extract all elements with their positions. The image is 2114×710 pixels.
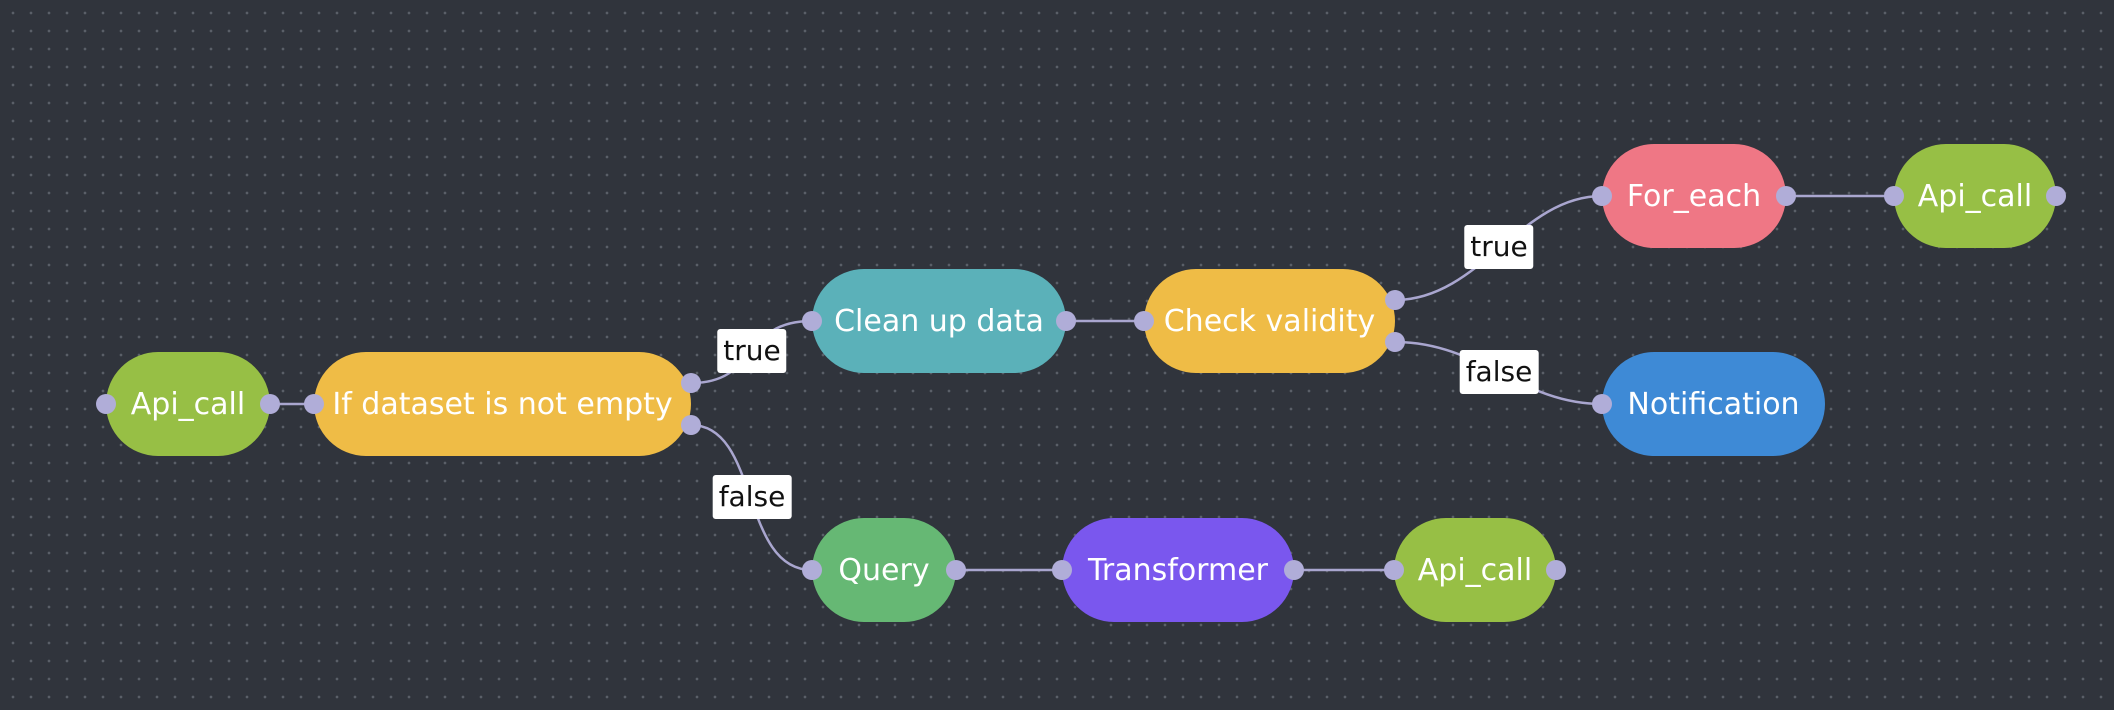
node-output-handle[interactable]: [260, 394, 280, 414]
node-transformer[interactable]: Transformer: [1052, 518, 1304, 622]
node-output-handle[interactable]: [1546, 560, 1566, 580]
node-output-handle[interactable]: [1284, 560, 1304, 580]
node-label: For_each: [1626, 178, 1762, 214]
edge-label-validity-false: false: [1459, 350, 1539, 394]
node-output-handle[interactable]: [946, 560, 966, 580]
node-label: Clean up data: [834, 303, 1044, 339]
node-input-handle[interactable]: [1592, 394, 1612, 414]
node-output-handle-false[interactable]: [681, 415, 701, 435]
node-api-call-start[interactable]: Api_call: [96, 352, 280, 456]
node-label: Check validity: [1163, 303, 1376, 339]
node-input-handle[interactable]: [96, 394, 116, 414]
node-label: Notification: [1627, 386, 1800, 422]
node-input-handle[interactable]: [1052, 560, 1072, 580]
node-api-call-top[interactable]: Api_call: [1884, 144, 2066, 248]
node-label: Api_call: [1417, 552, 1533, 588]
edge-label-if-false: false: [712, 475, 792, 519]
node-output-handle-false[interactable]: [1385, 332, 1405, 352]
node-api-call-bottom[interactable]: Api_call: [1384, 518, 1566, 622]
node-input-handle[interactable]: [1592, 186, 1612, 206]
node-input-handle[interactable]: [802, 311, 822, 331]
node-if-dataset-not-empty[interactable]: If dataset is not empty: [304, 352, 701, 456]
node-label: Api_call: [130, 386, 246, 422]
node-input-handle[interactable]: [802, 560, 822, 580]
node-label: Query: [838, 552, 930, 588]
node-clean-up-data[interactable]: Clean up data: [802, 269, 1076, 373]
edge-label-validity-true: true: [1464, 225, 1534, 269]
node-label: Api_call: [1917, 178, 2033, 214]
node-output-handle[interactable]: [1056, 311, 1076, 331]
node-notification[interactable]: Notification: [1592, 352, 1825, 456]
node-input-handle[interactable]: [1134, 311, 1154, 331]
node-label: If dataset is not empty: [332, 386, 673, 422]
node-check-validity[interactable]: Check validity: [1134, 269, 1405, 373]
node-output-handle-true[interactable]: [1385, 290, 1405, 310]
node-input-handle[interactable]: [1384, 560, 1404, 580]
node-query[interactable]: Query: [802, 518, 966, 622]
node-output-handle[interactable]: [1776, 186, 1796, 206]
node-input-handle[interactable]: [304, 394, 324, 414]
node-for-each[interactable]: For_each: [1592, 144, 1796, 248]
node-output-handle[interactable]: [2046, 186, 2066, 206]
node-input-handle[interactable]: [1884, 186, 1904, 206]
node-label: Transformer: [1087, 552, 1268, 588]
edge-label-if-true: true: [717, 329, 787, 373]
node-output-handle-true[interactable]: [681, 373, 701, 393]
